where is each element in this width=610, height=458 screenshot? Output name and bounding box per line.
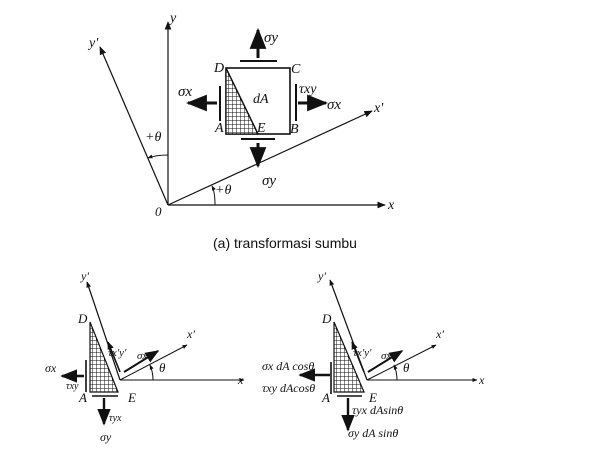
inclined-face [225,67,259,135]
right-label-x-prime: x' [435,327,444,341]
left-label-E: E [127,390,136,405]
label-x: x [387,198,395,213]
left-y-prime-axis [86,281,121,381]
label-theta-x: +θ [215,183,231,198]
right-label-E: E [368,390,377,405]
right-label-tyx-sin: τyx dAsinθ [352,403,403,417]
diagram-b-right-force-balance: y' x' x D A E τx'y' σx' θ σx dA cosθ τxy… [262,269,485,440]
label-tau-xy: τxy [299,82,317,97]
label-origin: 0 [155,204,162,219]
right-label-sigma-xp: σx' [381,350,394,362]
right-x-prime-axis [366,344,437,381]
left-wedge [89,321,119,393]
right-label-y-prime: y' [317,269,326,283]
left-label-D: D [77,311,88,326]
right-sigma-xp-arrow [367,350,404,373]
left-label-sigma-xp: σx' [137,350,150,362]
left-label-tau-yx: τyx [109,413,122,424]
label-sigma-y-bottom: σy [262,173,276,189]
left-tau-xpyp-arrow [107,341,121,373]
right-label-x: x [478,373,485,387]
left-label-x-prime: x' [186,327,195,341]
caption-a: (a) transformasi sumbu [213,235,357,251]
left-x-prime-axis [119,344,188,381]
label-sigma-x-right: σx [327,97,341,113]
right-label-D: D [321,311,332,326]
diagram-a-axis-transformation: y x y' x' 0 +θ +θ D C A E B dA σy σx σx … [87,11,395,219]
right-label-tau-xpyp: τx'y' [353,347,372,359]
label-sigma-y-top: σy [264,30,278,46]
y-prime-axis [99,46,169,206]
theta-arc-y [147,154,169,159]
right-label-A: A [321,390,330,405]
theta-arc-x [211,185,216,206]
left-label-A: A [78,390,87,405]
right-wedge [333,321,365,393]
label-sigma-x-left: σx [178,84,192,100]
label-theta-y: +θ [145,130,161,145]
left-theta-arc [149,364,154,381]
label-y: y [168,11,177,26]
diagram-b-left-free-body: y' x' x D A E τx'y' σx' θ σx τxy τyx σy [45,269,245,444]
right-label-sy-sin: σy dA sinθ [348,426,398,440]
right-label-sx-cos: σx dA cosθ [262,359,314,373]
left-label-x: x [237,373,244,387]
left-label-sigma-x: σx [45,361,57,375]
right-label-txy-cos: τxy dAcosθ [262,381,315,395]
x-prime-axis [167,110,373,206]
left-sigma-xp-arrow [123,350,160,373]
corner-A: A [214,121,224,136]
left-label-sigma-y: σy [100,430,112,444]
corner-B: B [290,122,299,137]
left-label-theta: θ [159,360,166,375]
right-tau-xpyp-arrow [351,341,365,373]
left-label-tau-xy: τxy [66,381,79,392]
right-label-theta: θ [403,360,410,375]
right-theta-arc [393,364,398,381]
label-x-prime: x' [373,101,384,116]
corner-C: C [291,62,301,77]
left-label-tau-xpyp: τx'y' [108,347,127,359]
corner-E: E [256,121,266,136]
left-label-y-prime: y' [80,269,89,283]
corner-D: D [213,61,224,76]
label-dA: dA [253,92,269,107]
label-y-prime: y' [87,36,99,51]
